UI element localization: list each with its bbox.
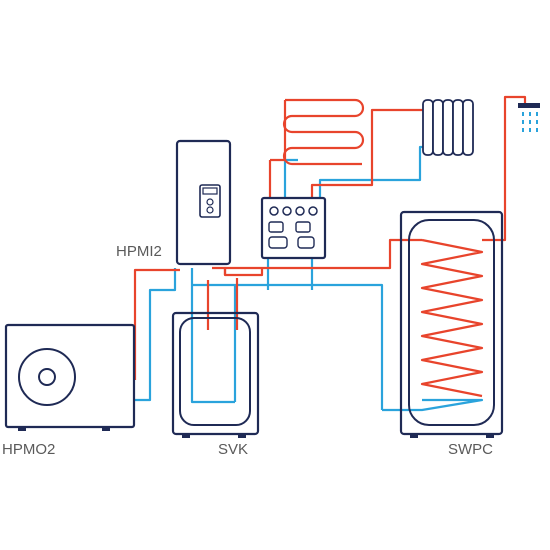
pipe-network-cold [192, 283, 384, 410]
outdoor-unit-body [4, 323, 136, 429]
control-display-icon [202, 187, 218, 195]
pipe-hpmo2-cold [135, 268, 177, 402]
shower-icon [518, 103, 540, 132]
swpc-inner [408, 219, 495, 426]
gauge-icon [282, 206, 292, 216]
gauge-icon [295, 206, 305, 216]
indoor-module-body [175, 139, 232, 266]
label-hpmo2: HPMO2 [2, 441, 56, 458]
pipe-swpc-cold [382, 398, 484, 412]
control-knob-icon [206, 206, 214, 214]
pipe-shower-hot [482, 95, 527, 242]
radiator-icon [422, 99, 474, 156]
pump-icon [268, 236, 288, 249]
label-hpmi2: HPMI2 [116, 243, 162, 260]
pump-icon [268, 221, 284, 233]
gauge-icon [269, 206, 279, 216]
label-swpc: SWPC [448, 441, 493, 458]
mixing-station [260, 196, 327, 260]
buffer-tank-svk [171, 311, 260, 438]
pump-icon [295, 221, 311, 233]
svk-foot-right [238, 434, 246, 438]
control-panel-icon [199, 184, 221, 218]
fan-hub-icon [38, 368, 56, 386]
swpc-outer [399, 210, 504, 436]
pipe-svk-cold-1 [190, 268, 235, 404]
svk-foot-left [182, 434, 190, 438]
pipe-ufh-cold [283, 158, 298, 198]
indoor-module-hpmi2 [175, 139, 232, 266]
label-svk: SVK [218, 441, 249, 458]
hot-water-cylinder-swpc [399, 210, 504, 438]
outdoor-unit-hpmo2 [4, 323, 136, 431]
swpc-coil [420, 238, 484, 398]
outdoor-unit-foot-left [18, 427, 26, 431]
outdoor-unit-foot-right [102, 427, 110, 431]
svk-outer [171, 311, 260, 436]
gauge-icon [308, 206, 318, 216]
swpc-foot-left [410, 434, 418, 438]
pump-icon [297, 236, 315, 249]
control-knob-icon [206, 198, 214, 206]
pipe-network-hot [223, 238, 422, 275]
pipe-radiator-hot [310, 108, 425, 198]
hot-pipes [133, 95, 527, 398]
fan-icon [18, 348, 76, 406]
swpc-foot-right [486, 434, 494, 438]
svk-inner [179, 317, 251, 426]
